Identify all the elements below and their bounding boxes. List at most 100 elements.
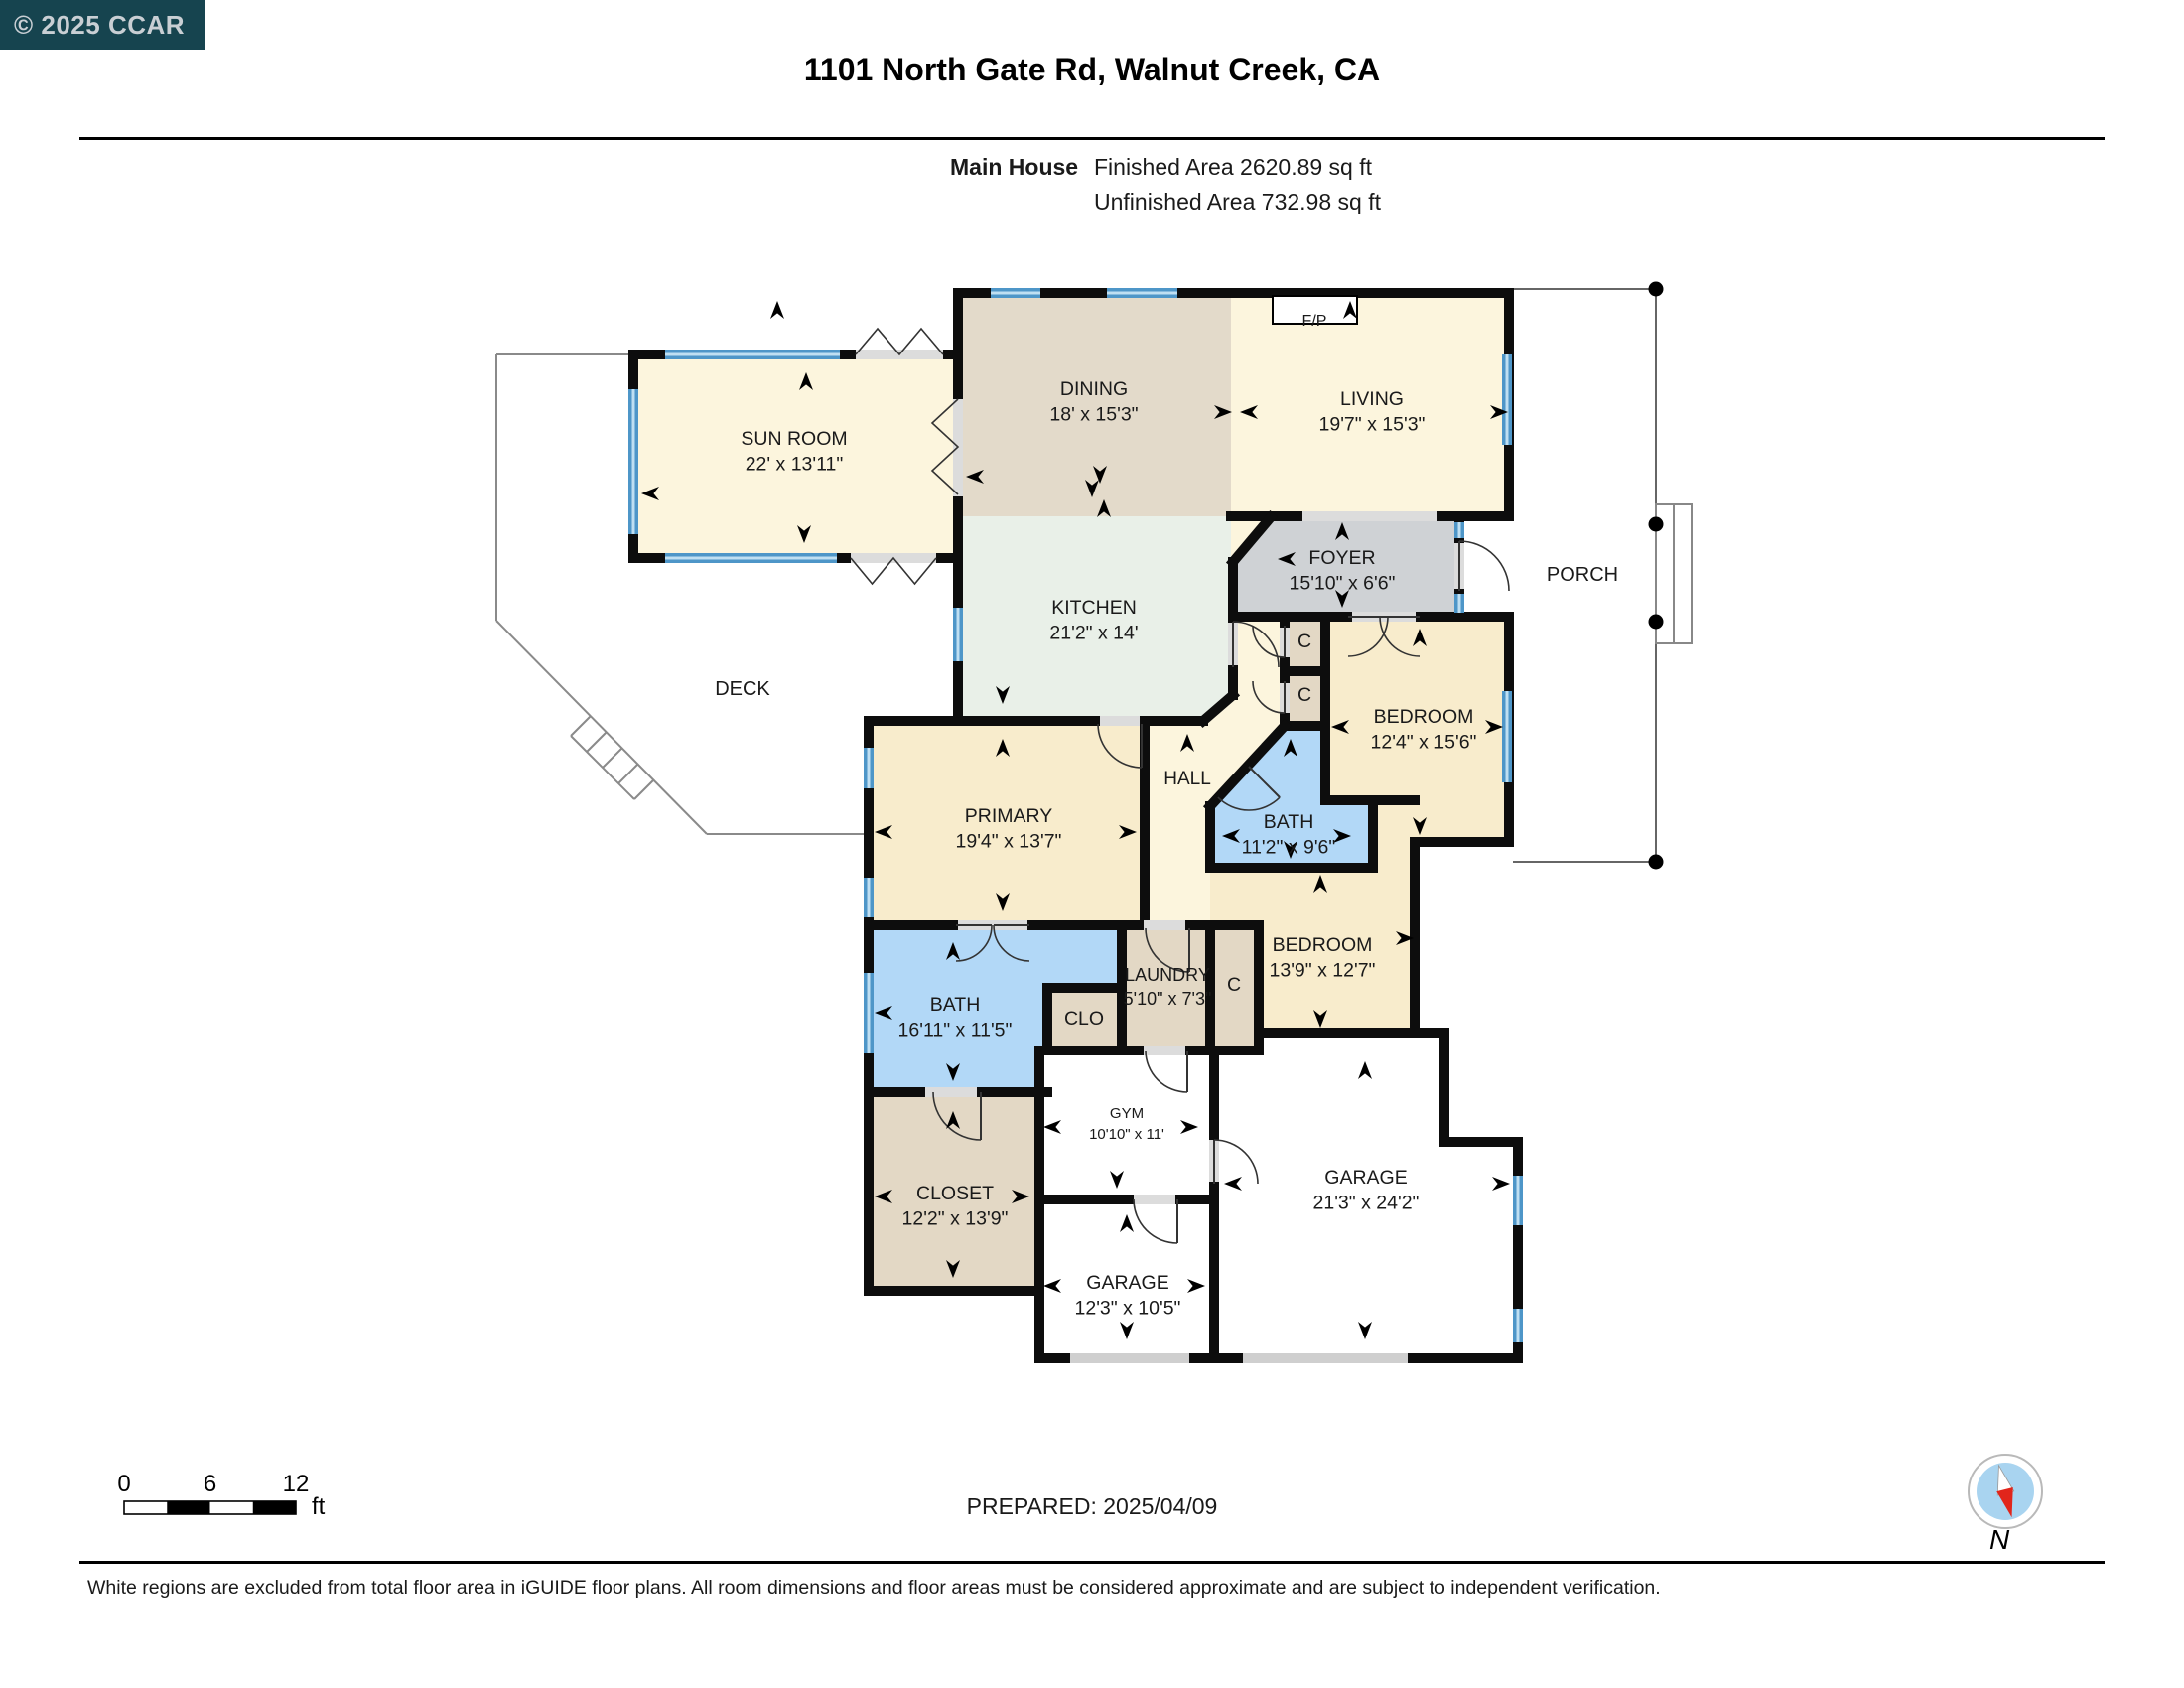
camera-arrow <box>875 825 892 839</box>
door-leaf <box>1248 766 1281 798</box>
camera-arrow <box>1110 1171 1124 1189</box>
room-bedroom-1 <box>1325 617 1509 842</box>
scalebar-tick: 6 <box>204 1471 216 1497</box>
copyright-badge: © 2025 CCAR <box>0 0 205 50</box>
camera-arrow <box>996 739 1010 757</box>
camera-arrow <box>1043 1279 1061 1293</box>
camera-arrow <box>1333 829 1351 843</box>
camera-arrow <box>641 487 659 500</box>
label-porch: PORCH <box>1547 564 1618 586</box>
camera-arrow <box>1012 1190 1029 1203</box>
disclaimer-text: White regions are excluded from total fl… <box>87 1577 1661 1599</box>
camera-arrow <box>1343 301 1357 319</box>
room-primary <box>869 721 1145 925</box>
door-arc <box>1252 680 1286 714</box>
deck-outline <box>586 731 608 753</box>
camera-arrow <box>946 1111 960 1129</box>
prepared-date: PREPARED: 2025/04/09 <box>966 1493 1218 1519</box>
door-arc <box>1347 616 1389 657</box>
french-door <box>930 398 960 495</box>
door-arc <box>1133 1198 1178 1244</box>
scalebar-unit: ft <box>312 1493 326 1520</box>
header-divider <box>79 137 2105 140</box>
french-door <box>850 556 937 586</box>
camera-arrow <box>1413 629 1427 646</box>
finished-area: Finished Area 2620.89 sq ft <box>1094 154 1373 180</box>
camera-arrow <box>1358 1061 1372 1079</box>
camera-arrow <box>946 1063 960 1081</box>
label-fireplace: F/P <box>1302 313 1327 330</box>
scalebar-tick: 0 <box>117 1471 130 1497</box>
deck-outline <box>495 620 708 835</box>
camera-arrow <box>996 893 1010 911</box>
porch-post <box>1648 854 1664 870</box>
camera-arrow <box>1413 817 1427 835</box>
porch-post <box>1648 614 1664 630</box>
camera-arrow <box>1085 480 1099 497</box>
camera-arrow <box>1180 734 1194 752</box>
camera-arrow <box>1187 1279 1205 1293</box>
camera-arrow <box>1097 499 1111 517</box>
door-arc <box>1213 1139 1259 1185</box>
room-garage-small <box>1039 1199 1214 1358</box>
door-arc <box>993 924 1030 962</box>
deck-outline <box>570 715 592 737</box>
camera-arrow <box>1180 1120 1198 1134</box>
camera-arrow <box>996 686 1010 704</box>
camera-arrow <box>1284 841 1297 859</box>
room-dining <box>958 293 1231 516</box>
door-arc <box>1145 1050 1188 1093</box>
wall <box>1195 687 1241 729</box>
camera-arrow <box>770 301 784 319</box>
room-clo <box>1047 988 1122 1051</box>
door-arc <box>1217 796 1281 811</box>
wall <box>1202 718 1293 814</box>
camera-arrow <box>1335 590 1349 608</box>
door-arc <box>1097 723 1143 769</box>
deck-outline <box>633 778 655 800</box>
room-bath-primary <box>869 925 1122 1092</box>
camera-arrow <box>1120 1214 1134 1232</box>
camera-arrow <box>1224 1177 1242 1191</box>
camera-arrow <box>1278 552 1296 566</box>
scalebar-seg <box>167 1501 210 1514</box>
footer-divider <box>79 1561 2105 1564</box>
compass-needle-south <box>1996 1487 2013 1518</box>
room-closet-c3 <box>1210 925 1259 1051</box>
door-arc <box>932 1091 982 1141</box>
camera-arrow <box>1396 931 1414 945</box>
room-closet-c1 <box>1285 617 1325 671</box>
camera-arrow <box>1240 405 1258 419</box>
fireplace-box <box>1272 295 1358 325</box>
label-deck: DECK <box>715 678 770 700</box>
camera-arrow <box>797 525 811 543</box>
room-laundry <box>1122 925 1210 1051</box>
camera-arrow <box>1043 1120 1061 1134</box>
room-label-closet-c1: C <box>1297 631 1311 652</box>
room-living <box>1231 293 1509 516</box>
door-arc <box>1232 621 1280 668</box>
camera-arrow <box>1120 1322 1134 1339</box>
camera-arrow <box>875 1190 892 1203</box>
room-gym <box>1039 1051 1214 1199</box>
door-arc <box>1252 625 1286 658</box>
door-arc <box>1458 540 1510 592</box>
camera-arrow <box>1284 739 1297 757</box>
camera-arrow <box>1490 405 1508 419</box>
camera-arrow <box>1331 720 1349 734</box>
camera-arrow <box>946 1260 960 1278</box>
deck-outline <box>617 763 639 784</box>
camera-arrow <box>1492 1177 1510 1191</box>
wall <box>1225 509 1279 570</box>
scalebar-seg <box>252 1501 296 1514</box>
porch-post <box>1648 516 1664 532</box>
